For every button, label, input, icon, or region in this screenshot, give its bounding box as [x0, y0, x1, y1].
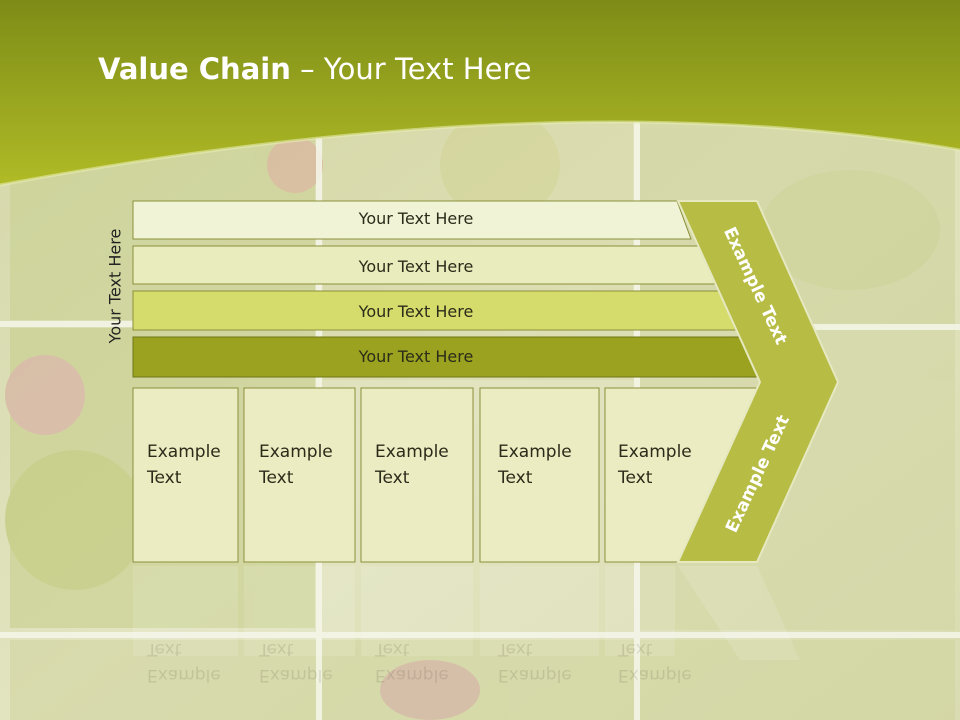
slide-title: Value Chain – Your Text Here [98, 52, 532, 86]
box-2-reflection: Example Text [259, 636, 333, 688]
value-arrow-chevron [676, 200, 840, 563]
box-2-reflection-line1: Example [259, 665, 333, 685]
box-3-line2: Text [375, 468, 410, 488]
box-3-line1: Example [375, 442, 449, 462]
box-1-reflection: Example Text [147, 636, 221, 688]
reflection [133, 566, 800, 660]
title-bold: Value Chain [98, 52, 291, 86]
y-axis-label: Your Text Here [105, 228, 125, 344]
box-4-reflection-line1: Example [498, 665, 572, 685]
title-rest: – Your Text Here [290, 52, 532, 86]
box-5-line2: Text [618, 468, 653, 488]
box-2-reflection-line2: Text [259, 639, 294, 659]
box-3-reflection-line2: Text [375, 639, 410, 659]
box-4-line2: Text [498, 468, 533, 488]
row-label-2: Your Text Here [358, 257, 474, 276]
box-4-reflection: Example Text [498, 636, 572, 688]
box-1-reflection-line1: Example [147, 665, 221, 685]
box-2-line2: Text [259, 468, 294, 488]
box-1-line2: Text [147, 468, 182, 488]
row-label-1: Your Text Here [358, 209, 474, 228]
row-label-3: Your Text Here [358, 302, 474, 321]
row-label-4: Your Text Here [358, 347, 474, 366]
box-2-line1: Example [259, 442, 333, 462]
box-1-line1: Example [147, 442, 221, 462]
box-4 [479, 387, 600, 563]
row-bar-1 [132, 200, 692, 240]
box-2 [243, 387, 356, 563]
header-band [0, 0, 960, 185]
box-5-reflection-line2: Text [618, 639, 653, 659]
box-4-line1: Example [498, 442, 572, 462]
box-1 [132, 387, 239, 563]
box-3 [360, 387, 474, 563]
box-3-reflection: Example Text [375, 636, 449, 688]
box-5-line1: Example [618, 442, 692, 462]
box-3-reflection-line1: Example [375, 665, 449, 685]
box-4-reflection-line2: Text [498, 639, 533, 659]
box-5-reflection-line1: Example [618, 665, 692, 685]
header-curve-highlight [0, 120, 960, 187]
box-1-reflection-line2: Text [147, 639, 182, 659]
box-5-reflection: Example Text [618, 636, 692, 688]
